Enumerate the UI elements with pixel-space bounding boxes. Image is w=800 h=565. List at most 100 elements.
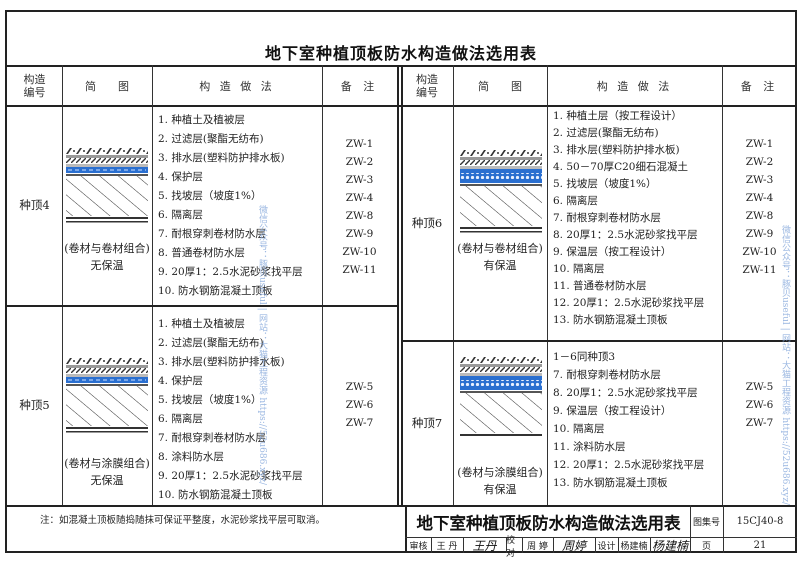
watermark-center: 微信公众号：豚贝useful | 网站：大猫工程资源 https://52u68… — [257, 205, 267, 486]
method-step: 12. 20厚1：2.5水泥砂浆找平层 — [553, 297, 705, 309]
roof-section-diagram-icon — [460, 357, 542, 436]
method-step: 4. 保护层 — [158, 171, 203, 183]
method-step: 12. 20厚1：2.5水泥砂浆找平层 — [553, 459, 705, 471]
method-step: 1－6同种顶3 — [553, 351, 616, 363]
note-ref: ZW-9 — [345, 228, 374, 240]
header-notes: 备 注 — [740, 79, 779, 93]
method-list: 1－6同种顶3 7. 耐根穿刺卷材防水层 8. 20厚1：2.5水泥砂浆找平层 … — [547, 348, 722, 492]
note-ref: ZW-11 — [742, 264, 777, 276]
notes-list: ZW-1 ZW-2 ZW-3 ZW-4 ZW-8 ZW-9 ZW-10 ZW-1… — [722, 135, 797, 279]
method-step: 10. 防水钢筋混凝土顶板 — [158, 285, 273, 297]
header-notes: 备 注 — [340, 79, 379, 93]
method-step: 5. 找坡层（坡度1%） — [553, 178, 657, 190]
method-step: 10. 隔离层 — [553, 263, 605, 275]
title-block-mid-rule — [405, 537, 797, 538]
note-ref: ZW-8 — [745, 210, 774, 222]
method-step: 2. 过滤层(聚酯无纺布) — [158, 133, 264, 145]
sig-divider — [431, 537, 432, 553]
center-divider — [397, 65, 399, 505]
note-ref: ZW-6 — [345, 399, 374, 411]
method-step: 10. 隔离层 — [553, 423, 605, 435]
section-diagram — [66, 148, 148, 228]
note-ref: ZW-10 — [742, 246, 777, 258]
roof-section-diagram-icon — [460, 150, 542, 233]
method-step: 7. 耐根穿刺卷材防水层 — [553, 212, 661, 224]
method-list: 1. 种植土及植被层 2. 过滤层(聚酯无纺布) 3. 排水层(塑料防护排水板)… — [152, 315, 322, 505]
method-step: 1. 种植土层（按工程设计） — [553, 110, 682, 122]
roof-section-diagram-icon — [66, 148, 148, 223]
method-step: 4. 50－70厚C20细石混凝土 — [553, 161, 688, 173]
sig-divider — [553, 537, 554, 553]
note-ref: ZW-3 — [745, 174, 774, 186]
method-step: 6. 隔离层 — [553, 195, 598, 207]
col-divider — [722, 65, 723, 505]
method-step: 9. 20厚1：2.5水泥砂浆找平层 — [158, 470, 303, 482]
method-step: 5. 找坡层（坡度1%） — [158, 394, 262, 406]
method-step: 3. 排水层(塑料防护排水板) — [158, 152, 285, 164]
caption-line1: (卷材与涂膜组合) — [457, 466, 543, 479]
method-step: 8. 涂料防水层 — [158, 451, 224, 463]
proof-label: 校对 — [506, 535, 516, 559]
method-step: 2. 过滤层(聚酯无纺布) — [158, 337, 264, 349]
method-step: 13. 防水钢筋混凝土顶板 — [553, 314, 668, 326]
col-divider — [453, 65, 454, 505]
header-diagram: 简 图 — [478, 79, 522, 93]
method-step: 13. 防水钢筋混凝土顶板 — [553, 477, 668, 489]
header-code-line2: 编号 — [23, 86, 46, 99]
note-ref: ZW-11 — [342, 264, 377, 276]
center-divider — [401, 65, 403, 505]
note-ref: ZW-10 — [342, 246, 377, 258]
page-label: 页 — [701, 542, 711, 552]
caption-line2: 有保温 — [483, 483, 517, 496]
sig-divider — [595, 537, 596, 553]
table-title: 地下室种植顶板防水构造做法选用表 — [264, 44, 537, 63]
method-step: 1. 种植土及植被层 — [158, 318, 245, 330]
header-code: 构造 编号 — [401, 67, 453, 105]
method-step: 3. 排水层(塑料防护排水板) — [158, 356, 285, 368]
table-bottom-rule — [5, 505, 797, 507]
drawing-frame — [5, 10, 797, 553]
header-code-line1: 构造 — [23, 73, 46, 86]
method-step: 1. 种植土及植被层 — [158, 114, 245, 126]
design-label: 设计 — [597, 542, 616, 552]
method-step: 2. 过滤层(聚酯无纺布) — [553, 127, 659, 139]
atlas-label: 图集号 — [692, 518, 720, 528]
sig-divider — [463, 537, 464, 553]
row-code: 种顶7 — [411, 415, 443, 430]
note-ref: ZW-1 — [345, 138, 374, 150]
method-step: 9. 保温层（按工程设计） — [553, 246, 672, 258]
notes-list: ZW-1 ZW-2 ZW-3 ZW-4 ZW-8 ZW-9 ZW-10 ZW-1… — [322, 135, 397, 279]
method-step: 4. 保护层 — [158, 375, 203, 387]
reviewer-name: 王 丹 — [436, 542, 458, 552]
footnote: 注：如混凝土顶板随捣随抹可保证平整度，水泥砂浆找平层可取消。 — [40, 515, 326, 526]
method-step: 7. 耐根穿刺卷材防水层 — [553, 369, 661, 381]
note-ref: ZW-3 — [345, 174, 374, 186]
note-ref: ZW-4 — [345, 192, 374, 204]
header-method: 构 造 做 法 — [596, 79, 673, 93]
method-step: 8. 20厚1：2.5水泥砂浆找平层 — [553, 229, 698, 241]
method-step: 11. 普通卷材防水层 — [553, 280, 647, 292]
col-divider — [322, 65, 323, 505]
note-ref: ZW-4 — [745, 192, 774, 204]
col-divider — [62, 65, 63, 505]
sig-divider — [506, 537, 507, 553]
atlas-number: 15CJ40-8 — [736, 516, 784, 527]
note-ref: ZW-1 — [745, 138, 774, 150]
method-step: 11. 涂料防水层 — [553, 441, 626, 453]
row-code: 种顶6 — [411, 215, 443, 230]
header-code: 构造 编号 — [7, 67, 62, 105]
section-diagram — [460, 357, 542, 445]
review-label: 审核 — [409, 542, 428, 552]
caption-line2: 无保温 — [90, 474, 124, 487]
roof-section-diagram-icon — [66, 358, 148, 433]
title-block-divider — [690, 505, 691, 553]
title-block-left-rule — [405, 505, 407, 553]
sig-divider — [618, 537, 619, 553]
caption-line1: (卷材与涂膜组合) — [64, 457, 150, 470]
note-ref: ZW-2 — [745, 156, 774, 168]
method-list: 1. 种植土层（按工程设计） 2. 过滤层(聚酯无纺布) 3. 排水层(塑料防护… — [547, 108, 722, 329]
method-step: 10. 防水钢筋混凝土顶板 — [158, 489, 273, 501]
page-number: 21 — [753, 540, 767, 551]
row-code: 种顶5 — [19, 398, 50, 412]
title-block-title: 地下室种植顶板防水构造做法选用表 — [416, 513, 681, 533]
